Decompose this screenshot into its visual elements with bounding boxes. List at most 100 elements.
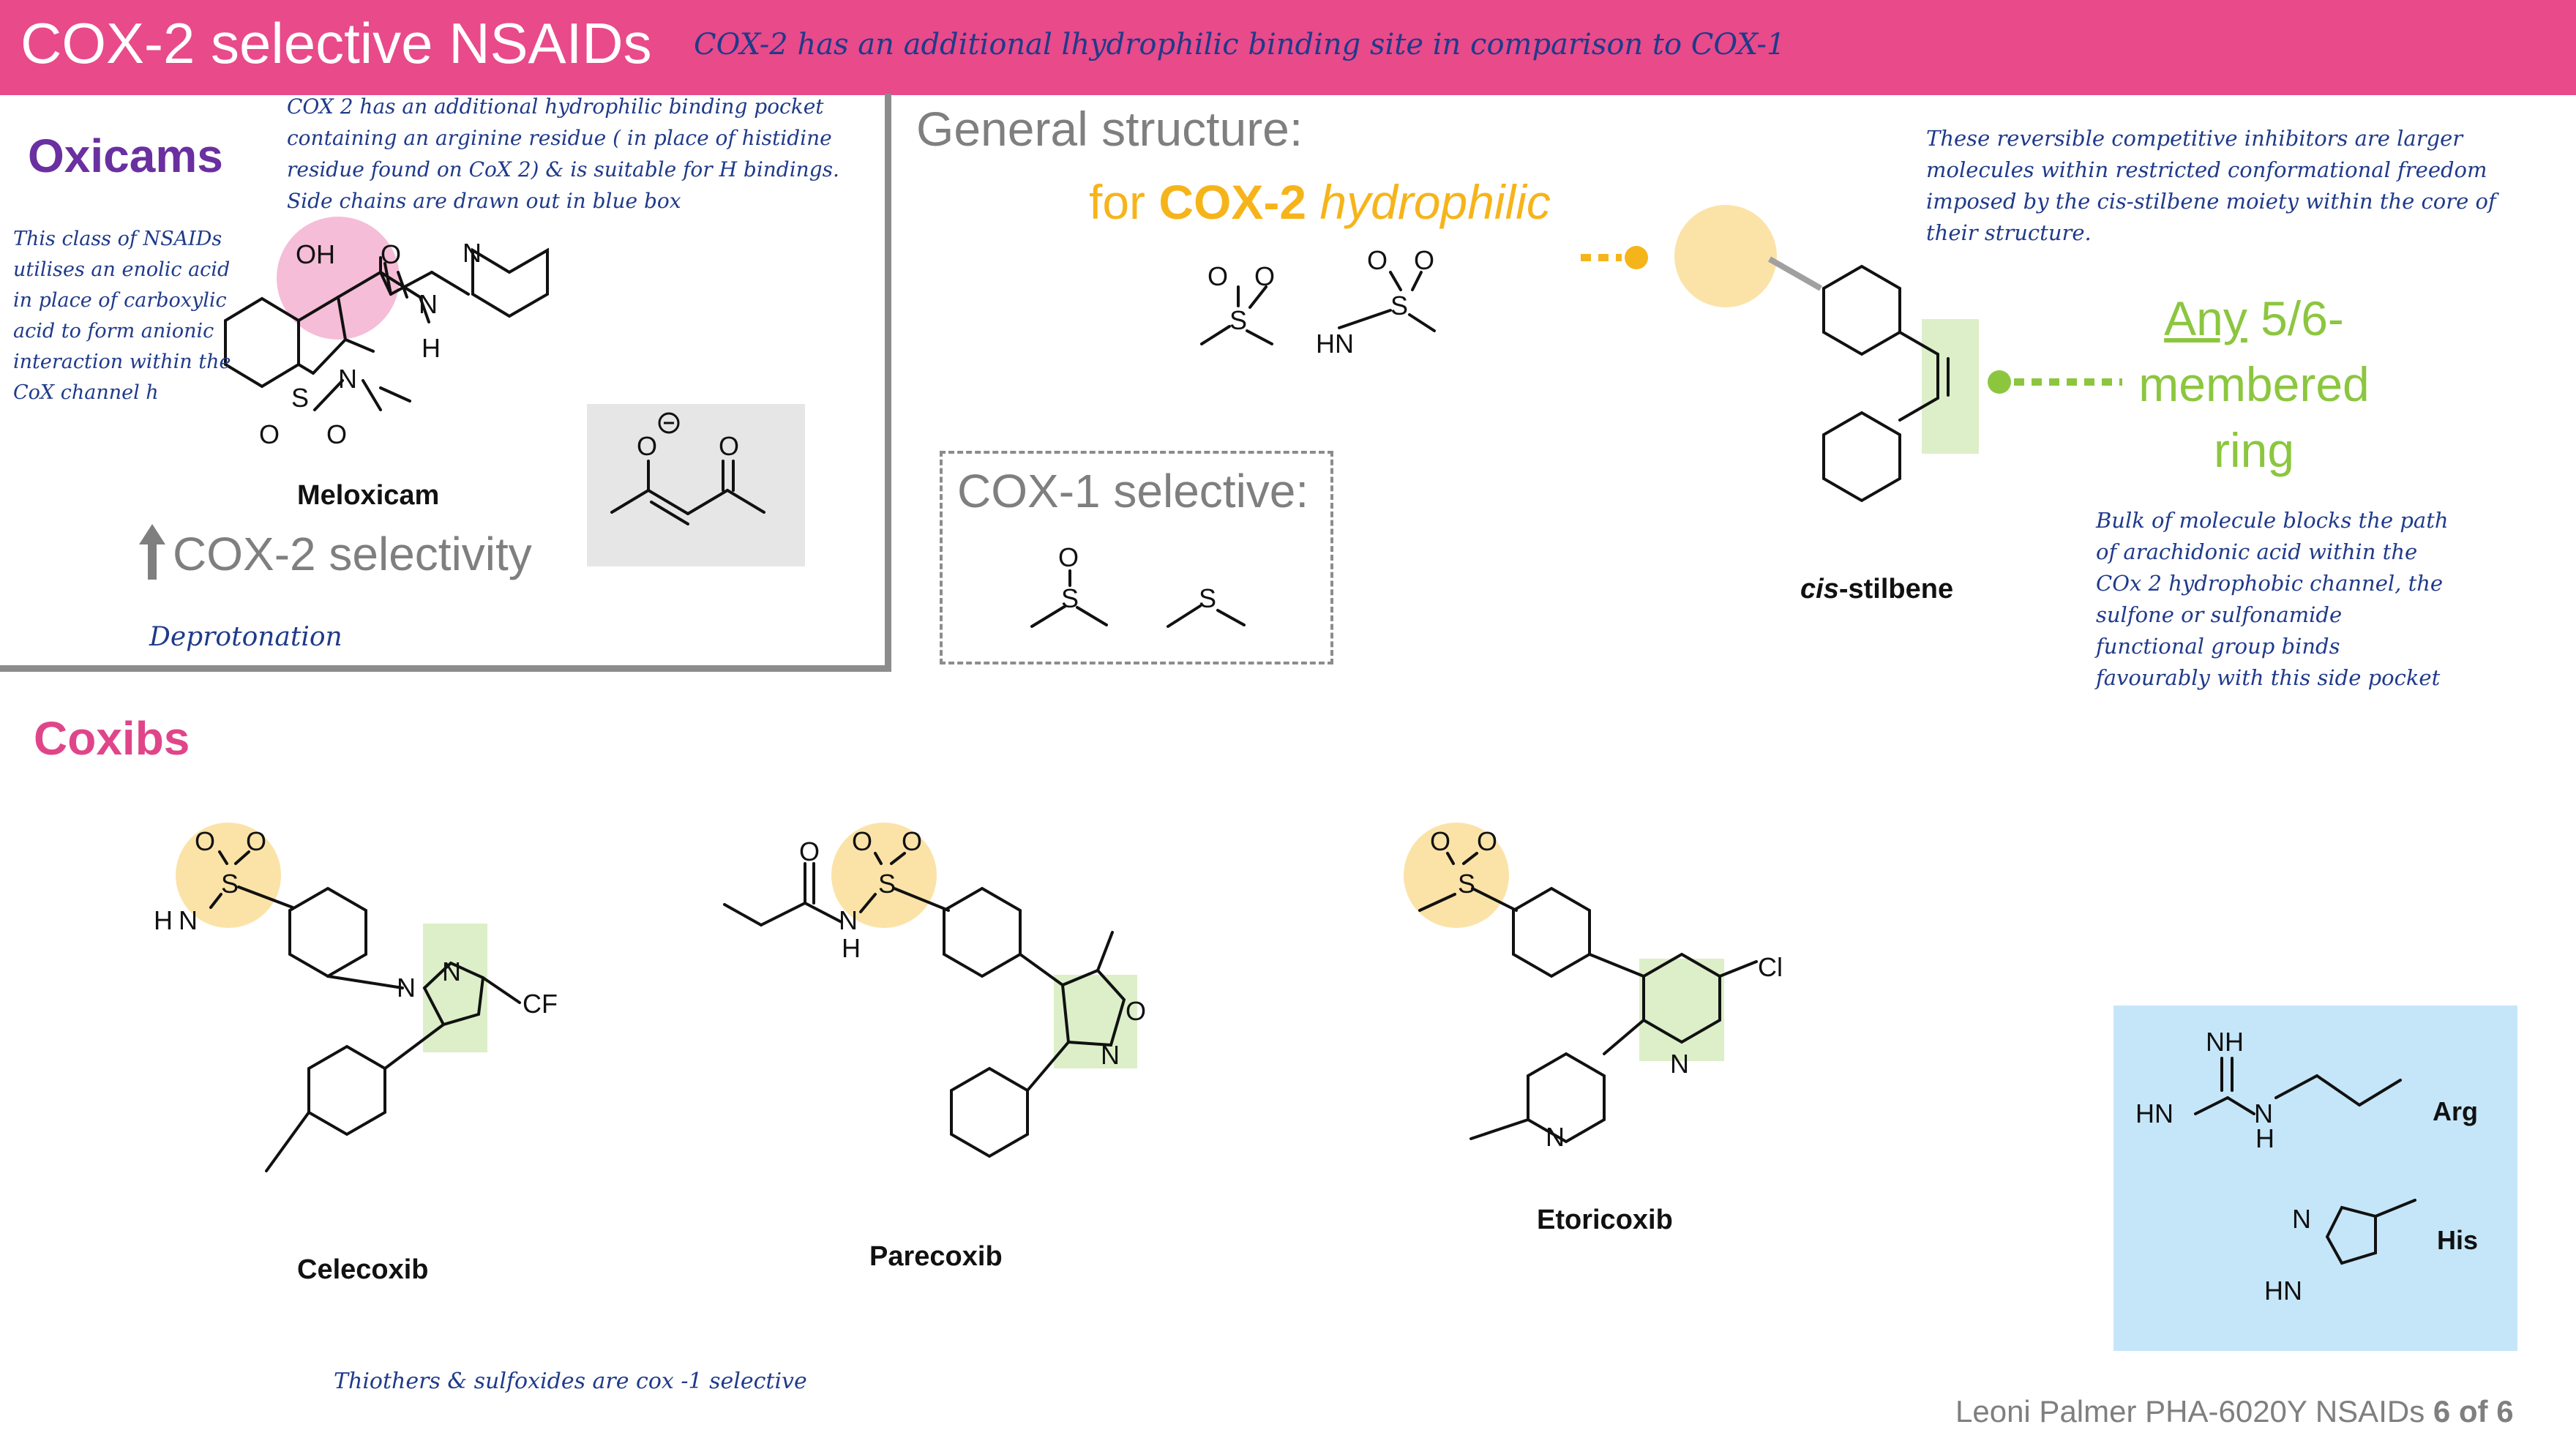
svg-text:N: N xyxy=(1546,1122,1565,1152)
etoricoxib-ring-highlight xyxy=(1639,959,1724,1061)
label-italic: hydrophilic xyxy=(1306,175,1551,229)
svg-text:S: S xyxy=(878,869,896,899)
svg-text:O: O xyxy=(719,431,739,461)
svg-text:N: N xyxy=(338,364,357,394)
note-line: favourably with this side pocket xyxy=(2096,665,2441,690)
header-bar xyxy=(0,0,2576,95)
note-line: of arachidonic acid within the xyxy=(2096,539,2418,564)
oxicam-binding-note: COX 2 has an additional hydrophilic bind… xyxy=(287,91,839,217)
slide-title: COX-2 selective NSAIDs xyxy=(20,11,652,75)
ring-label: Any 5/6- membered ring xyxy=(2122,285,2386,483)
alkene-highlight xyxy=(1922,319,1979,454)
celecoxib-sulfonamide-highlight xyxy=(176,823,281,928)
svg-text:O: O xyxy=(195,826,215,856)
svg-text:O: O xyxy=(1430,826,1450,856)
enol-highlight xyxy=(277,217,400,340)
svg-text:O: O xyxy=(1254,261,1275,291)
svg-text:H: H xyxy=(154,905,173,935)
ring-any: Any xyxy=(2164,291,2247,345)
svg-text:N: N xyxy=(463,238,482,268)
svg-text:OH: OH xyxy=(296,239,335,269)
ring-rest: 5/6- xyxy=(2247,291,2344,345)
cox1-selective-title: COX-1 selective: xyxy=(957,465,1309,517)
parecoxib-sulfonamide-highlight xyxy=(831,823,937,928)
bulk-molecule-note: Bulk of molecule blocks the path of arac… xyxy=(2096,505,2449,694)
ring-label-line1: Any 5/6- xyxy=(2122,285,2386,351)
note-line: COX 2 has an additional hydrophilic bind… xyxy=(287,94,824,119)
parecoxib-label: Parecoxib xyxy=(869,1241,1003,1272)
note-line: utilises an enolic acid xyxy=(13,258,231,281)
svg-text:O: O xyxy=(799,836,820,866)
ring-connector-dot xyxy=(1988,370,2011,394)
note-line: in place of carboxylic xyxy=(13,289,227,312)
ring-label-line2: membered xyxy=(2138,357,2370,411)
reversible-inhibitor-note: These reversible competitive inhibitors … xyxy=(1926,123,2496,249)
stilbene-label: cis-stilbene xyxy=(1800,574,1953,605)
svg-text:N: N xyxy=(2154,1098,2174,1128)
svg-text:O: O xyxy=(246,826,266,856)
svg-text:H: H xyxy=(842,933,861,963)
svg-text:S: S xyxy=(221,869,239,899)
cox2-group-highlight xyxy=(1674,205,1777,307)
note-line: CoX channel h xyxy=(13,381,159,404)
svg-text:O: O xyxy=(1126,996,1146,1026)
svg-text:S: S xyxy=(1061,583,1079,613)
deprotonation-label: Deprotonation xyxy=(149,622,342,652)
his-label: His xyxy=(2437,1225,2479,1255)
note-line: acid to form anionic xyxy=(13,320,214,342)
svg-text:N: N xyxy=(839,905,858,935)
note-line: COx 2 hydrophobic channel, the xyxy=(2096,571,2444,596)
etoricoxib-structure: S O O Cl N N xyxy=(1418,826,1783,1152)
stilbene-structure xyxy=(1768,256,1950,503)
svg-text:N: N xyxy=(442,956,461,986)
general-structure-title: General structure: xyxy=(916,102,1303,156)
svg-text:O: O xyxy=(637,431,657,461)
cox2-connector-dot xyxy=(1625,246,1648,269)
svg-text:O: O xyxy=(1058,542,1079,572)
cox2-groups: S O O S O O H N xyxy=(1200,245,1436,359)
note-line: sulfone or sulfonamide xyxy=(2096,602,2343,627)
enolate-structure: O O xyxy=(610,412,765,525)
svg-text:N: N xyxy=(2292,1204,2311,1234)
svg-text:O: O xyxy=(259,419,280,449)
svg-text:O: O xyxy=(1208,261,1228,291)
note-line: imposed by the cis-stilbene moiety withi… xyxy=(1926,189,2496,214)
svg-text:O: O xyxy=(902,826,922,856)
footer: Leoni Palmer PHA-6020Y NSAIDs 6 of 6 xyxy=(1955,1394,2514,1429)
svg-text:N: N xyxy=(1670,1049,1689,1079)
svg-text:S: S xyxy=(1458,869,1475,899)
svg-text:H: H xyxy=(2135,1098,2154,1128)
side-chain-panel xyxy=(2113,1006,2517,1351)
note-line: functional group binds xyxy=(2096,634,2340,659)
oxicam-section-frame xyxy=(0,94,891,672)
note-line: These reversible competitive inhibitors … xyxy=(1926,126,2463,151)
note-line: residue found on CoX 2) & is suitable fo… xyxy=(287,157,839,181)
side-chain-structures: NH H N N H N HN xyxy=(2135,1027,2416,1306)
svg-text:CF: CF xyxy=(523,989,558,1019)
note-line: interaction within the xyxy=(13,351,231,373)
cox1-groups: S O S xyxy=(1030,542,1246,628)
note-line: Bulk of molecule blocks the path xyxy=(2096,508,2449,533)
svg-text:O: O xyxy=(1414,245,1434,275)
svg-text:H: H xyxy=(422,333,441,363)
svg-text:H: H xyxy=(2255,1123,2274,1153)
etoricoxib-label: Etoricoxib xyxy=(1537,1205,1673,1235)
svg-text:O: O xyxy=(852,826,872,856)
arg-label: Arg xyxy=(2433,1096,2478,1126)
celecoxib-structure: S O O H N N N CF xyxy=(154,826,558,1172)
header-note: COX-2 has an additional lhydrophilic bin… xyxy=(694,28,1786,61)
stilbene-italic: cis xyxy=(1800,574,1839,604)
svg-text:N: N xyxy=(1101,1040,1120,1070)
footer-text: Leoni Palmer PHA-6020Y NSAIDs xyxy=(1955,1394,2433,1429)
svg-text:N: N xyxy=(179,905,198,935)
ring-label-line3: ring xyxy=(2213,423,2295,477)
thioether-note: Thiothers & sulfoxides are cox -1 select… xyxy=(334,1368,807,1394)
note-line: This class of NSAIDs xyxy=(13,228,222,250)
svg-text:N: N xyxy=(1335,329,1354,359)
stilbene-rest: -stilbene xyxy=(1838,574,1954,604)
svg-text:N: N xyxy=(2254,1098,2273,1128)
svg-text:HN: HN xyxy=(2264,1276,2302,1306)
svg-text:Cl: Cl xyxy=(1758,952,1783,982)
svg-text:O: O xyxy=(326,419,347,449)
